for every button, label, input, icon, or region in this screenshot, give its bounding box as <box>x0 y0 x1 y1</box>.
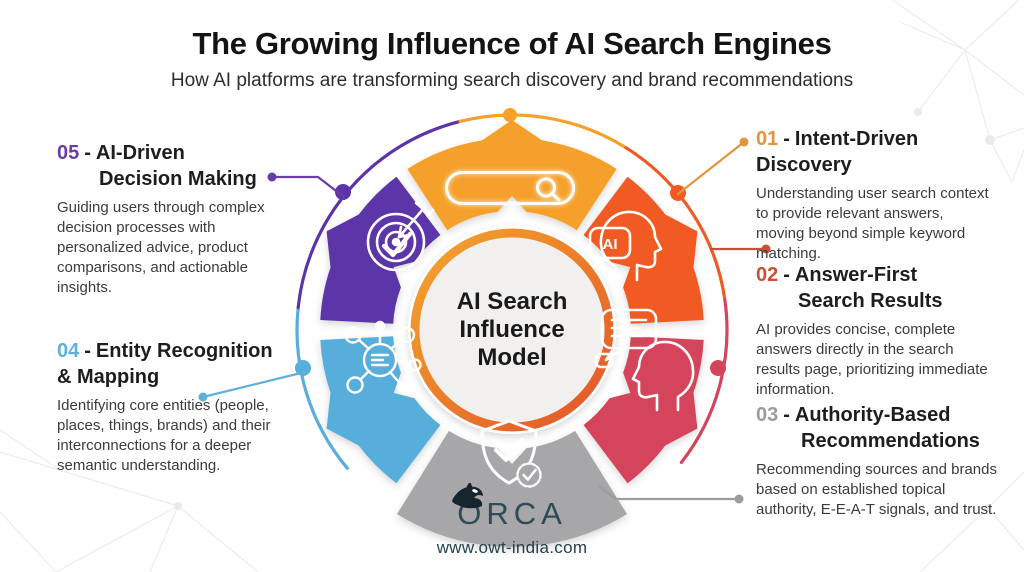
network-icon <box>344 320 422 394</box>
page-title: The Growing Influence of AI Search Engin… <box>192 26 832 61</box>
svg-text:AI: AI <box>603 236 618 253</box>
wheel-segment-authority-recommendations <box>397 430 627 547</box>
section-heading: 04-Entity Recognition & Mapping <box>57 340 273 388</box>
section-body: Recommending sources and brands based on… <box>756 461 997 518</box>
footer-logo: ORCA <box>0 483 1024 532</box>
search-bar-icon <box>445 171 575 205</box>
section-body: AI provides concise, complete answers di… <box>756 321 988 398</box>
wheel-segment-entity-recognition <box>320 336 441 484</box>
section-heading: 03-Authority-Based Recommendations <box>756 404 980 452</box>
wheel-segment-answer-first-results <box>583 336 704 484</box>
chat-head-icon <box>594 308 695 412</box>
section-body: Identifying core entities (people, place… <box>57 397 271 474</box>
target-icon <box>366 201 435 272</box>
orca-whale-icon <box>452 483 484 509</box>
section-04-entity-recognition-mapping: 04-Entity Recognition & Mapping Identify… <box>57 338 311 476</box>
ai-head-icon: AI <box>588 210 663 282</box>
section-heading: 05-AI-Driven Decision Making <box>57 142 257 190</box>
section-number: 05 <box>57 142 80 164</box>
section-number: 02 <box>756 264 779 286</box>
section-number: 03 <box>756 404 779 426</box>
website-url: www.owt-india.com <box>436 538 588 557</box>
section-01-intent-driven-discovery: 01-Intent-Driven Discovery Understanding… <box>756 126 994 264</box>
section-heading: 01-Intent-Driven Discovery <box>756 128 919 176</box>
wheel-segment-ai-decision-making <box>320 176 441 324</box>
section-number: 01 <box>756 128 779 150</box>
section-02-answer-first-search-results: 02-Answer-First Search Results AI provid… <box>756 262 994 400</box>
shield-check-icon <box>480 419 542 488</box>
wheel-segment-intent-driven-discovery <box>583 176 704 324</box>
section-number: 04 <box>57 340 80 362</box>
section-body: Understanding user search context to pro… <box>756 185 989 262</box>
section-05-ai-driven-decision-making: 05-AI-Driven Decision Making Guiding use… <box>57 140 299 298</box>
page-subtitle: How AI platforms are transforming search… <box>170 70 854 91</box>
brand-name: ORCA <box>452 483 567 532</box>
section-body: Guiding users through complex decision p… <box>57 199 265 296</box>
section-heading: 02-Answer-First Search Results <box>756 264 943 312</box>
section-03-authority-based-recommendations: 03-Authority-Based Recommendations Recom… <box>756 402 1006 520</box>
wheel-center-label: AI Search Influence Model <box>456 288 568 371</box>
wheel-segment-search <box>407 120 617 231</box>
